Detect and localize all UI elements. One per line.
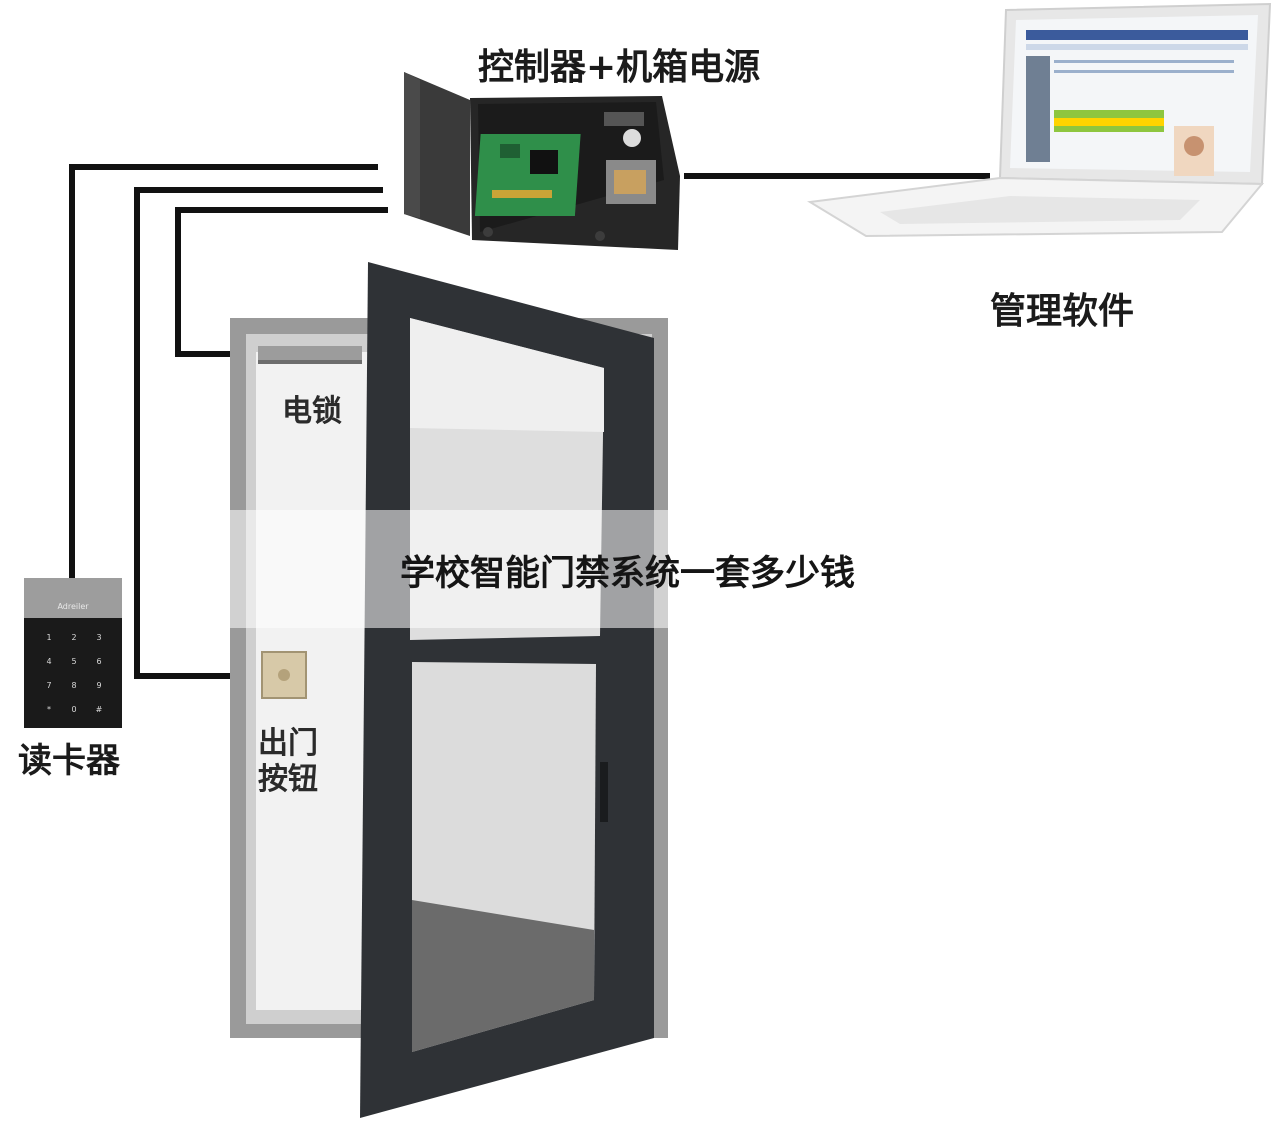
reader-key: 2 [71, 633, 76, 642]
card-reader-label: 读卡器 [18, 741, 120, 781]
wiring [69, 164, 990, 679]
exit-button-knob [278, 669, 290, 681]
reader-key: 7 [46, 681, 51, 690]
reader-key: 9 [96, 681, 101, 690]
electric-lock-label: 电锁 [282, 394, 342, 429]
exit-button-label-line2: 按钮 [258, 762, 318, 797]
controller-box [404, 72, 680, 250]
title-banner [228, 510, 668, 628]
wire-lock [175, 207, 388, 357]
reader-key: 1 [46, 633, 51, 642]
banner-title: 学校智能门禁系统一套多少钱 [400, 554, 856, 594]
software-label: 管理软件 [990, 291, 1135, 332]
reader-key: 6 [96, 657, 101, 666]
controller-pcb [474, 134, 581, 216]
wire-reader [69, 164, 378, 578]
reader-key: # [96, 705, 103, 714]
electric-lock-bar [258, 346, 362, 364]
reader-keypad: 1 2 3 4 5 6 7 8 9 * 0 # [46, 633, 102, 714]
laptop [807, 2, 1272, 238]
reader-key: 4 [46, 657, 51, 666]
door-leaf [360, 262, 654, 1118]
card-reader: 1 2 3 4 5 6 7 8 9 * 0 # [24, 578, 122, 728]
reader-key: 5 [71, 657, 76, 666]
exit-button-label-line1: 出门 [258, 726, 318, 761]
controller-label: 控制器+机箱电源 [478, 47, 761, 88]
wire-exit-button [134, 187, 383, 679]
reader-key: 3 [96, 633, 101, 642]
reader-key: 8 [71, 681, 76, 690]
reader-brand-label: Adreiler [57, 602, 89, 611]
controller-lid [404, 72, 470, 236]
reader-key: * [47, 705, 51, 714]
reader-key: 0 [71, 705, 76, 714]
